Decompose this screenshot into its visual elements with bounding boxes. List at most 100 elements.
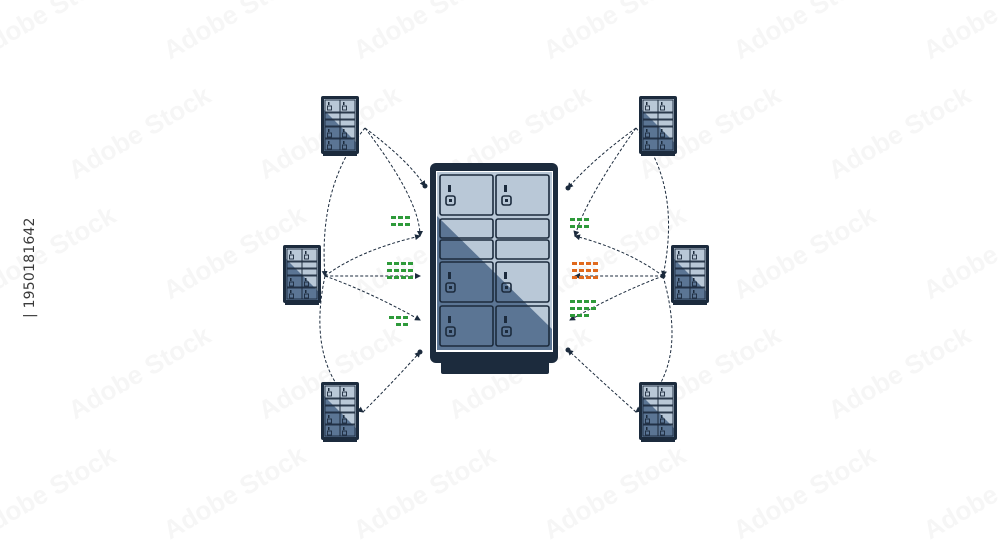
handle-icon [343,415,345,418]
handle-icon [661,388,663,391]
handle-icon [448,272,451,279]
satellite-locker [321,382,359,442]
handle-icon [646,141,648,144]
signal-dash [394,269,399,272]
handle-icon [646,427,648,430]
keyhole-icon [505,199,508,202]
signal-dash [387,276,392,279]
handle-icon [290,278,292,281]
signal-dash [584,225,589,228]
handle-icon [448,316,451,323]
handle-icon [693,251,695,254]
signal-dash [401,262,406,265]
watermark-logo: Adobe Stock [0,0,121,65]
handle-icon [343,141,345,144]
watermark-logo: Adobe Stock [538,439,691,545]
watermark-logo: Adobe Stock [63,319,216,425]
signal-dash [577,307,582,310]
watermark-logo: Adobe Stock [918,439,1000,545]
watermark-logo: Adobe Stock [728,199,881,305]
signal-dash [405,216,410,219]
connection-line [365,128,425,186]
connection-line [568,350,636,412]
signal-dash [391,216,396,219]
signal-dash [394,276,399,279]
satellite-locker [283,245,321,305]
handle-icon [343,388,345,391]
stock-id-text: | 1950181642 [22,217,38,318]
signal-dash [577,225,582,228]
signal-dash [394,262,399,265]
satellite-locker [321,96,359,156]
signal-dash [579,269,584,272]
watermark-logo: Adobe Stock [348,0,501,65]
watermark-logo: Adobe Stock [728,439,881,545]
handle-icon [504,272,507,279]
signal-dash [389,316,394,319]
handle-icon [678,251,680,254]
signal-dash [579,262,584,265]
watermark-logo: Adobe Stock [158,439,311,545]
handle-icon [504,185,507,192]
signal-dash [586,262,591,265]
watermark-logo: Adobe Stock [823,319,976,425]
handle-icon [328,388,330,391]
signal-dash [398,223,403,226]
signal-dash [405,223,410,226]
handle-icon [646,129,648,132]
handle-icon [328,102,330,105]
signal-dash [403,316,408,319]
signal-dash [570,225,575,228]
link-node-dot [661,274,666,279]
handle-icon [661,141,663,144]
signal-dash [572,276,577,279]
signal-dash [593,262,598,265]
handle-icon [646,388,648,391]
signal-dash [391,223,396,226]
watermark-logo: Adobe Stock [158,0,311,65]
handle-icon [693,290,695,293]
central-locker-server [430,163,558,374]
watermark-logo: Adobe Stock [728,0,881,65]
handle-icon [328,415,330,418]
handle-icon [678,278,680,281]
signal-dash [572,269,577,272]
signal-dash [579,276,584,279]
handle-icon [305,290,307,293]
handle-icon [305,278,307,281]
keyhole-icon [505,330,508,333]
link-node-dot [566,348,571,353]
link-node-dot [418,350,423,355]
satellite-locker [671,245,709,305]
keyhole-icon [449,330,452,333]
signal-dash [593,276,598,279]
signal-dash [584,307,589,310]
signal-dash [401,276,406,279]
handle-icon [504,316,507,323]
signal-dash [570,307,575,310]
handle-icon [343,427,345,430]
handle-icon [328,141,330,144]
signal-dash [577,314,582,317]
handle-icon [661,129,663,132]
signal-dash [586,269,591,272]
signal-dash [396,323,401,326]
handle-icon [693,278,695,281]
signal-dash [584,300,589,303]
watermark-logo: Adobe Stock [918,0,1000,65]
signal-dash [570,300,575,303]
keyhole-icon [449,286,452,289]
watermark-logo: Adobe Stock [348,439,501,545]
signal-dash [584,314,589,317]
signal-dash [396,316,401,319]
handle-icon [448,185,451,192]
signal-dash [570,314,575,317]
handle-icon [661,102,663,105]
handle-icon [305,251,307,254]
signal-dash [593,269,598,272]
watermark-logo: Adobe Stock [538,199,691,305]
watermark-logo: Adobe Stock [918,199,1000,305]
satellite-locker [639,96,677,156]
signal-dash [403,323,408,326]
